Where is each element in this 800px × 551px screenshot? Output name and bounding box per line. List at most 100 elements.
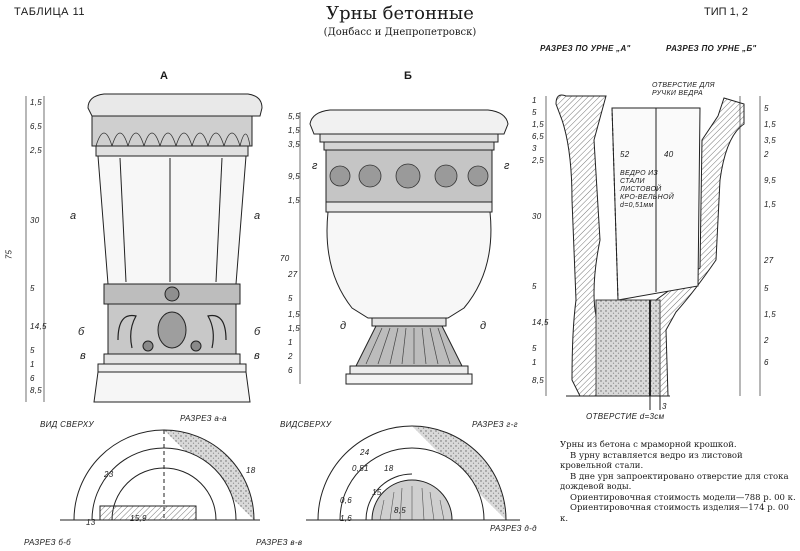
dim-s-9: 5 [532,344,537,353]
dim-a-total: 75 [4,249,14,260]
plan-dim-0-51: 0,51 [352,464,369,473]
plan-dim-18b: 18 [384,464,394,473]
dim-a-4: 5 [30,284,35,293]
dim-s2-5: 1,5 [764,200,777,209]
plan-dim-1-6: 1,6 [340,514,353,523]
mark-d-right: д [480,320,487,332]
plan-dim-8-5: 8,5 [394,506,407,515]
dim-s-5: 2,5 [532,156,545,165]
plan-dim-15-9: 15,9 [130,514,147,523]
dim-s-0: 1 [532,96,537,105]
plan-dim-18: 18 [246,466,256,475]
plan-view-a [60,429,260,521]
dim-a-6: 5 [30,346,35,355]
page-title: Урны бетонные [326,3,474,24]
urn-a-elevation [87,93,263,403]
dim-b-11: 6 [288,366,293,375]
top-view-b-label: ВИДСВЕРХУ [280,420,332,429]
section-b-label: РАЗРЕЗ ПО УРНЕ „Б" [666,44,757,53]
dim-s-4: 3 [532,144,537,153]
dim-a-8: 6 [30,374,35,383]
notes-block: Урны из бетона с мраморной крошкой. В ур… [560,440,796,524]
section-dd-label: РАЗРЕЗ д-д [490,524,537,533]
section-vv-label: РАЗРЕЗ в-в [256,538,303,547]
dim-s-2: 1,5 [532,120,545,129]
mark-a-left: а [70,210,77,222]
page-subtitle: (Донбасс и Днепропетровск) [323,27,477,38]
dim-a-1: 6,5 [30,122,43,131]
dim-s-8: 14,5 [532,318,549,327]
dim-s2-6: 27 [764,256,774,265]
dim-s2-0: 5 [764,104,769,113]
urn-section [555,94,745,410]
dim-a-3: 30 [30,216,40,225]
dim-s2-7: 5 [764,284,769,293]
mark-g-right: г [504,160,510,172]
dim-a-0: 1,5 [30,98,43,107]
dim-b-7: 1,5 [288,310,301,319]
mark-v-right: в [254,350,261,362]
urn-b-elevation [309,109,509,385]
plan-dim-15: 15 [372,488,382,497]
top-view-a-label: ВИД СВЕРХУ [40,420,94,429]
plan-view-b [306,425,520,521]
plan-dim-13: 13 [86,518,96,527]
dim-b-4: 1,5 [288,196,301,205]
plan-dim-23: 23 [104,470,114,479]
mark-b-left: б [78,326,85,338]
dim-s-3: 6,5 [532,132,545,141]
dim-b-5: 27 [288,270,298,279]
dim-s-11: 8,5 [532,376,545,385]
dim-b-1: 1,5 [288,126,301,135]
dim-a-2: 2,5 [30,146,43,155]
dim-a-7: 1 [30,360,35,369]
note-2: В урну вставляется ведро из листовой кро… [560,450,743,472]
dim-a-9: 8,5 [30,386,43,395]
plan-dim-0-6: 0,6 [340,496,353,505]
dim-s-10: 1 [532,358,537,367]
view-a-label: А [160,70,168,82]
note-4: Ориентировочная стоимость модели—788 р. … [570,492,796,503]
dim-s2-2: 3,5 [764,136,777,145]
section-aa-label: РАЗРЕЗ а-а [180,414,227,423]
dim-a-5: 14,5 [30,322,47,331]
note-1: Урны из бетона с мраморной крошкой. [560,440,737,450]
dim-b-total: 70 [280,254,290,263]
dim-s2-4: 9,5 [764,176,777,185]
dim-b-2: 3,5 [288,140,301,149]
dim-s-6: 30 [532,212,542,221]
dim-b-0: 5,5 [288,112,301,121]
section-bb-label: РАЗРЕЗ б-б [24,538,71,547]
dim-s2-10: 6 [764,358,769,367]
dim-b-9: 1 [288,338,293,347]
note-3: В дне урн запроектировано отверстие для … [560,471,789,493]
table-label: ТАБЛИЦА 11 [14,6,85,18]
bottom-hole-callout: ОТВЕРСТИЕ d=3см [586,412,665,421]
inner-dim-40: 40 [664,150,674,159]
note-5: Ориентировочная стоимость изделия—174 р.… [560,503,789,524]
mark-a-right: а [254,210,261,222]
section-gg-label: РАЗРЕЗ г-г [472,420,518,429]
bucket-callout: ВЕДРО ИЗ СТАЛИ ЛИСТОВОЙ КРО-ВЕЛЬНОЙ d=0,… [620,170,675,209]
mark-g-left: г [312,160,318,172]
handle-hole-callout: ОТВЕРСТИЕ ДЛЯ РУЧКИ ВЕДРА [652,82,715,97]
mark-d-left: д [340,320,347,332]
dim-s2-3: 2 [764,150,769,159]
dim-b-6: 5 [288,294,293,303]
inner-dim-52: 52 [620,150,630,159]
mark-b-right: б [254,326,261,338]
dim-s-7: 5 [532,282,537,291]
type-label: ТИП 1, 2 [704,6,748,18]
bottom-hole-dim: 3 [662,402,667,411]
view-b-label: Б [404,70,412,82]
dim-b-3: 9,5 [288,172,301,181]
dim-s-1: 5 [532,108,537,117]
dim-b-8: 1,5 [288,324,301,333]
dim-b-10: 2 [288,352,293,361]
dim-s2-8: 1,5 [764,310,777,319]
section-a-label: РАЗРЕЗ ПО УРНЕ „А" [540,44,631,53]
dim-s2-9: 2 [764,336,769,345]
dim-s2-1: 1,5 [764,120,777,129]
mark-v-left: в [80,350,87,362]
